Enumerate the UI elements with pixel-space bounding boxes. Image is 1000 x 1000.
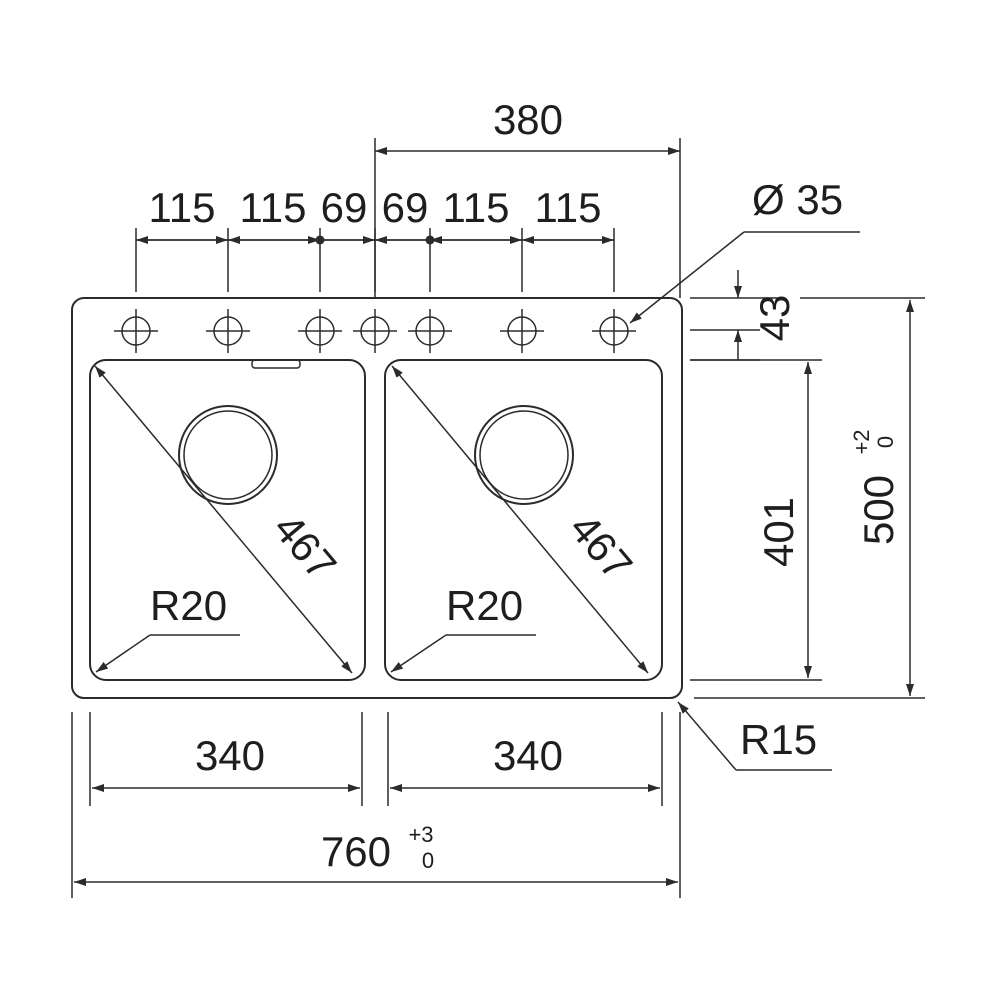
hole-diameter-label: Ø 35 <box>752 176 843 223</box>
dim-500-label: 500 <box>855 475 902 545</box>
dim-43-label: 43 <box>751 295 798 342</box>
dim-500-tol-upper: +2 <box>849 429 874 454</box>
tap-spacing-label-3: 69 <box>321 184 368 231</box>
bowl-radius-right-leader <box>390 634 447 673</box>
dim-760-tol-upper: +3 <box>408 822 433 847</box>
left-bowl <box>89 359 366 681</box>
diagonal-right <box>391 365 649 674</box>
dimension-dot-2 <box>425 235 435 245</box>
diagonal-left <box>94 365 353 674</box>
tap-hole-2 <box>206 309 250 353</box>
dim-760-tol-lower: 0 <box>422 848 434 873</box>
bowl-radius-right-label: R20 <box>446 582 523 629</box>
tap-spacing-label-2: 115 <box>240 184 307 231</box>
dimension-dot-1 <box>315 235 325 245</box>
right-bowl <box>384 359 663 681</box>
dim-760-label: 760 <box>321 828 391 875</box>
dim-340-right-label: 340 <box>493 732 563 779</box>
sink-outline <box>71 297 683 699</box>
tap-hole-5 <box>408 309 452 353</box>
tap-hole-3 <box>298 309 342 353</box>
tap-spacing-label-6: 115 <box>535 184 602 231</box>
dim-500-tol-lower: 0 <box>873 436 898 448</box>
tap-holes <box>114 309 636 353</box>
tap-hole-7 <box>592 309 636 353</box>
diagonal-left-label: 467 <box>265 505 346 589</box>
diagonal-right-label: 467 <box>561 505 642 589</box>
dim-340-left-label: 340 <box>195 732 265 779</box>
left-drain <box>178 405 278 505</box>
overflow-slot <box>251 359 301 369</box>
outer-radius-leader <box>677 701 737 771</box>
bowl-radius-left-leader <box>95 634 151 673</box>
outer-radius-label: R15 <box>740 716 817 763</box>
right-drain <box>474 405 574 505</box>
tap-spacing-label-1: 115 <box>149 184 216 231</box>
tap-hole-4 <box>353 309 397 353</box>
dim-401-label: 401 <box>755 497 802 567</box>
tap-hole-6 <box>500 309 544 353</box>
tap-spacing-label-4: 69 <box>382 184 429 231</box>
tap-hole-1 <box>114 309 158 353</box>
tap-spacing-dimensions <box>135 228 615 292</box>
tap-spacing-label-5: 115 <box>443 184 510 231</box>
hole-diameter-leader <box>629 231 745 324</box>
bowl-radius-left-label: R20 <box>150 582 227 629</box>
dim-380-label: 380 <box>493 96 563 143</box>
